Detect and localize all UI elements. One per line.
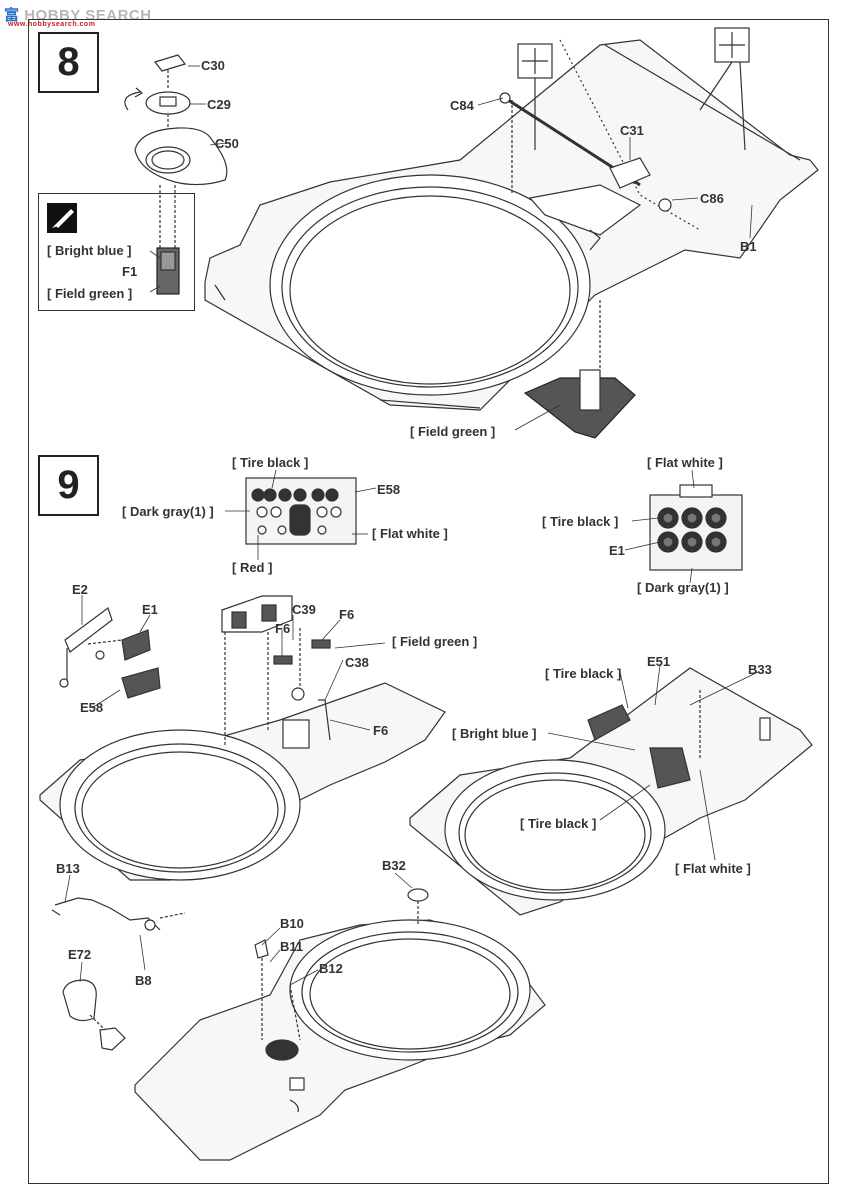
part-label-f6-top: F6: [339, 607, 355, 622]
part-label-c30: C30: [201, 58, 225, 73]
paint-label-tire-black-panel1: [ Tire black ]: [232, 455, 309, 470]
part-label-f6-bottom: F6: [373, 723, 389, 738]
paint-label-field-green: [ Field green ]: [410, 424, 496, 439]
part-label-c39: C39: [292, 602, 316, 617]
paint-label-flat-white-right: [ Flat white ]: [675, 861, 751, 876]
part-label-b12: B12: [319, 961, 343, 976]
part-label-e72: E72: [68, 947, 92, 962]
part-label-c31: C31: [620, 123, 644, 138]
paint-label-dark-gray-panel2: [ Dark gray(1) ]: [637, 580, 729, 595]
part-label-b10: B10: [280, 916, 304, 931]
paint-label-tire-black-panel2: [ Tire black ]: [542, 514, 619, 529]
part-label-e58: E58: [80, 700, 104, 715]
paint-callout-box: [38, 193, 195, 311]
step-9-number: 9: [38, 455, 99, 516]
page-frame: [28, 19, 829, 1184]
paint-label-tire-black-right: [ Tire black ]: [545, 666, 622, 681]
part-label-c29: C29: [207, 97, 231, 112]
part-label-e58-panel: E58: [377, 482, 401, 497]
part-label-c84: C84: [450, 98, 474, 113]
part-label-c86: C86: [700, 191, 724, 206]
watermark-url: www.hobbysearch.com: [8, 21, 96, 28]
paint-label-field-green-small: [ Field green ]: [47, 286, 133, 301]
paint-label-bright-blue: [ Bright blue ]: [47, 243, 132, 258]
part-label-f1: F1: [122, 264, 138, 279]
paint-label-field-green-step9: [ Field green ]: [392, 634, 478, 649]
part-label-e2: E2: [72, 582, 88, 597]
paint-label-flat-white-panel1: [ Flat white ]: [372, 526, 448, 541]
paint-label-flat-white-panel2: [ Flat white ]: [647, 455, 723, 470]
part-label-b1: B1: [740, 239, 757, 254]
part-label-b32: B32: [382, 858, 406, 873]
part-label-e1-panel: E1: [609, 543, 625, 558]
paint-label-tire-black-right-2: [ Tire black ]: [520, 816, 597, 831]
part-label-b8: B8: [135, 973, 152, 988]
paint-label-bright-blue-right: [ Bright blue ]: [452, 726, 537, 741]
part-label-e51: E51: [647, 654, 671, 669]
step-8-number: 8: [38, 32, 99, 93]
part-label-c38: C38: [345, 655, 369, 670]
part-label-e1: E1: [142, 602, 158, 617]
paint-brush-icon: [47, 203, 77, 233]
part-label-b33: B33: [748, 662, 772, 677]
watermark-logo: 富: [4, 7, 20, 24]
part-label-b11: B11: [280, 939, 304, 954]
paint-label-dark-gray-panel1: [ Dark gray(1) ]: [122, 504, 214, 519]
part-label-c50: C50: [215, 136, 239, 151]
part-label-b13: B13: [56, 861, 80, 876]
paint-label-red: [ Red ]: [232, 560, 273, 575]
part-label-f6-left: F6: [275, 621, 291, 636]
